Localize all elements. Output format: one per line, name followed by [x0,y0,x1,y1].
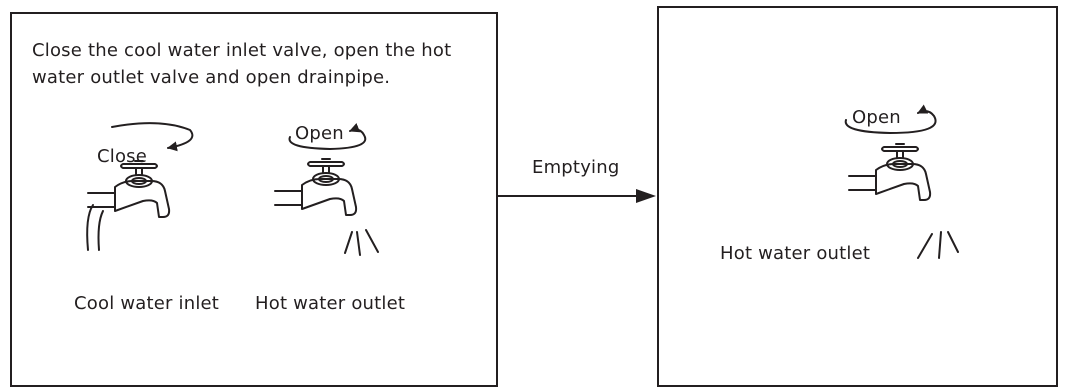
cool-valve-action-label: Close [97,146,148,167]
emptying-arrow-head-icon [636,189,656,203]
diagram-artwork [86,104,959,259]
open-rotation-arrow-icon [288,123,367,150]
right-hot-water-outlet-tap-icon [848,143,932,201]
right-open-rotation-arrow-icon [844,104,937,134]
hot-valve-action-label: Open [295,123,344,144]
instruction-text: Close the cool water inlet valve, open t… [32,40,452,88]
right-hot-valve-action-label: Open [852,107,901,128]
hot-water-outlet-label: Hot water outlet [255,293,406,314]
right-hot-water-outlet-label: Hot water outlet [720,243,871,264]
right-panel [657,6,1058,387]
emptying-label: Emptying [532,157,620,178]
right-water-flow-lines-icon [917,231,959,259]
hot-water-outlet-tap-icon [274,158,358,216]
close-rotation-arrow-icon [111,122,194,152]
left-panel [10,12,498,387]
cool-water-inlet-label: Cool water inlet [74,293,220,314]
water-flow-lines-icon [344,229,379,256]
cool-water-inlet-tap-icon [86,160,171,251]
